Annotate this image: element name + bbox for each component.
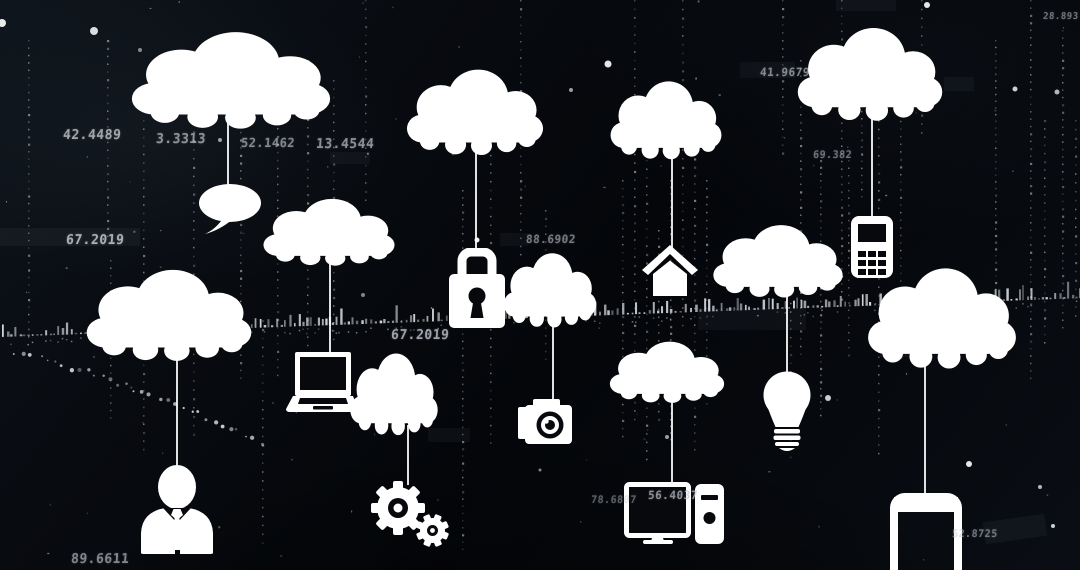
bulb-cloud: [713, 225, 843, 298]
data-number: 78.6807: [590, 494, 638, 507]
speech-cloud: [131, 32, 331, 129]
data-number: 3.3313: [155, 131, 207, 148]
hanging-string: [786, 288, 788, 374]
data-number: 42.4489: [62, 127, 122, 144]
person-cloud: [86, 269, 252, 361]
hanging-string: [671, 392, 673, 488]
camera-icon: [518, 399, 572, 444]
padlock-icon: [449, 248, 505, 328]
lightbulb-icon: [763, 371, 811, 451]
data-number: 13.4544: [315, 136, 375, 153]
hanging-string: [176, 352, 178, 465]
cellphone-icon: [851, 216, 893, 278]
hanging-string: [671, 150, 673, 250]
house-cloud: [610, 81, 722, 160]
hanging-string: [924, 358, 926, 496]
gears-icon: [371, 481, 449, 547]
data-number: 56.4037: [647, 488, 699, 503]
hanging-string: [329, 255, 331, 354]
data-number: 28.893: [1042, 11, 1079, 23]
cellphone-cloud: [797, 28, 943, 121]
computer-cloud: [609, 341, 725, 403]
lock-cloud: [406, 69, 544, 156]
camera-cloud: [503, 253, 597, 328]
data-number: 52.1462: [240, 135, 296, 151]
hanging-string: [871, 112, 873, 220]
hanging-string: [552, 318, 554, 404]
data-number: 67.2019: [65, 232, 125, 249]
person-icon: [141, 465, 213, 554]
laptop-cloud: [263, 198, 395, 266]
speech-bubble-icon: [199, 184, 261, 234]
data-number: 67.2019: [390, 327, 450, 344]
home-icon: [642, 245, 698, 296]
laptop-icon: [286, 352, 358, 412]
hanging-string: [475, 145, 477, 254]
data-number: 88.6902: [525, 232, 577, 247]
tablet-cloud: [868, 268, 1016, 369]
data-number: 69.382: [812, 149, 853, 162]
data-number: 52.8725: [951, 528, 999, 541]
data-number: 89.6611: [70, 551, 130, 568]
